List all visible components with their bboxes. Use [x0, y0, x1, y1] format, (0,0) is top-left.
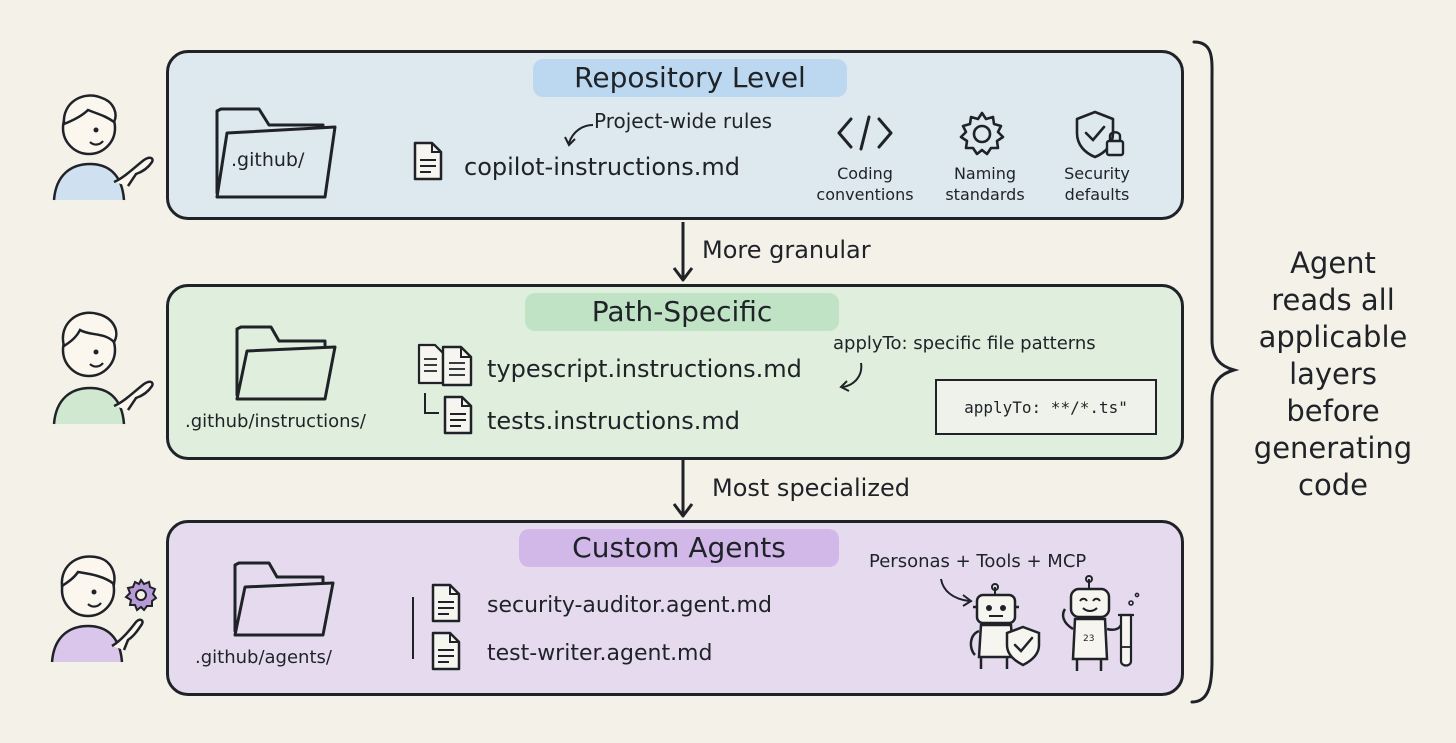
- copilot-instructions-file[interactable]: copilot-instructions.md: [464, 153, 740, 181]
- apply-to-code-box: applyTo: **/*.ts": [935, 379, 1157, 435]
- custom-agents-title: Custom Agents: [519, 529, 839, 567]
- folder-icon: [215, 107, 337, 199]
- connector-arrow-1: [672, 222, 694, 282]
- path-folder-label: .github/instructions/: [185, 411, 366, 432]
- tests-instructions-file[interactable]: tests.instructions.md: [487, 407, 741, 435]
- coding-conventions-label: Coding conventions: [816, 164, 914, 204]
- developer-avatar-3: [50, 555, 144, 663]
- gear-icon: [124, 578, 158, 612]
- svg-text:23: 23: [1083, 634, 1094, 644]
- typescript-instructions-file[interactable]: typescript.instructions.md: [487, 355, 802, 383]
- test-robot-icon: 23: [1061, 575, 1140, 671]
- connector-arrow-2: [672, 460, 694, 518]
- developer-avatar-1: [52, 94, 154, 201]
- file-icon: [413, 141, 443, 181]
- custom-agents-panel: Custom Agents .github/agents/ security-a…: [166, 520, 1184, 696]
- note-arrow: [839, 362, 863, 392]
- repository-folder-label: .github/: [231, 149, 305, 171]
- apply-to-note: applyTo: specific file patterns: [833, 333, 1096, 354]
- security-auditor-agent-file[interactable]: security-auditor.agent.md: [487, 593, 772, 618]
- agents-folder-label: .github/agents/: [195, 647, 332, 668]
- security-defaults-label: Security defaults: [1064, 164, 1130, 204]
- file-icon: [431, 583, 461, 623]
- project-wide-note: Project-wide rules: [594, 109, 773, 133]
- path-specific-panel: Path-Specific .github/instructions/ type…: [166, 284, 1184, 460]
- test-writer-agent-file[interactable]: test-writer.agent.md: [487, 641, 713, 666]
- more-granular-label: More granular: [702, 236, 871, 264]
- file-icon: [431, 631, 461, 671]
- note-arrow: [564, 124, 594, 147]
- most-specialized-label: Most specialized: [712, 474, 910, 502]
- shield-lock-icon: [1075, 110, 1125, 159]
- folder-icon: [235, 325, 337, 401]
- folder-icon: [233, 561, 335, 637]
- multi-file-icon: [417, 343, 473, 387]
- repository-level-panel: Repository Level .github/ Project-wide r…: [166, 50, 1184, 220]
- right-brace: [1190, 40, 1240, 704]
- security-robot-icon: [969, 583, 1041, 669]
- file-icon: [443, 395, 473, 435]
- repository-level-title: Repository Level: [533, 59, 847, 97]
- personas-tools-mcp-note: Personas + Tools + MCP: [869, 551, 1087, 572]
- tree-line: [412, 597, 414, 659]
- developer-avatar-2: [52, 311, 154, 425]
- note-arrow: [940, 578, 973, 607]
- tree-branch: [424, 393, 439, 414]
- path-specific-title: Path-Specific: [525, 293, 839, 331]
- code-icon: [837, 115, 893, 151]
- gear-icon: [959, 111, 1005, 156]
- agent-reads-layers-note: Agent reads all applicable layers before…: [1253, 246, 1413, 502]
- naming-standards-label: Naming standards: [945, 164, 1025, 204]
